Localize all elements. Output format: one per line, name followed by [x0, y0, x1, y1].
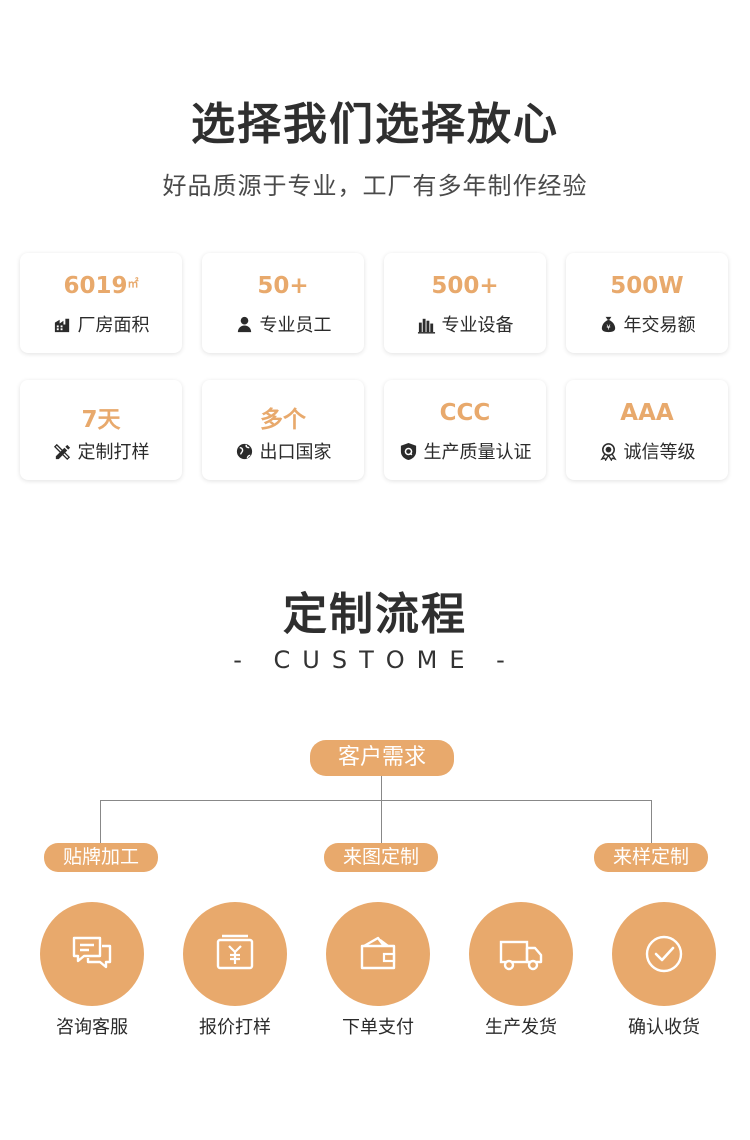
money-bag-icon: ¥ — [599, 315, 618, 334]
person-icon — [235, 315, 254, 334]
step-label-receive: 确认收货 — [628, 1017, 700, 1038]
stat-label: 厂房面积 — [77, 315, 150, 336]
stat-value: CCC — [439, 400, 491, 426]
price-tag-icon — [209, 928, 261, 980]
step-consult-circle — [40, 902, 144, 1006]
step-ship-circle — [469, 902, 573, 1006]
step-label-quote: 报价打样 — [199, 1017, 271, 1038]
stat-label: 专业员工 — [259, 315, 332, 336]
globe-icon — [235, 442, 254, 461]
chat-icon — [66, 928, 118, 980]
award-icon — [599, 442, 618, 461]
stat-label: 专业设备 — [441, 315, 514, 336]
stat-label: 出口国家 — [259, 442, 332, 463]
stat-value: 500W — [610, 273, 684, 299]
stat-card-sampling: 7天 定制打样 — [20, 380, 182, 480]
section-title-process: 定制流程 — [283, 589, 467, 640]
step-quote-circle — [183, 902, 287, 1006]
connector-line-left — [100, 800, 101, 843]
stat-card-equipment: 500+ 专业设备 — [384, 253, 546, 353]
section-subtitle-custome: - CUSTOME - — [233, 646, 517, 674]
wallet-icon — [352, 928, 404, 980]
stat-label: 生产质量认证 — [423, 442, 532, 463]
shield-q-icon — [399, 442, 418, 461]
stat-value: 6019㎡ — [63, 273, 139, 299]
step-label-ship: 生产发货 — [485, 1017, 557, 1038]
stat-label: 诚信等级 — [623, 442, 696, 463]
step-label-consult: 咨询客服 — [56, 1017, 128, 1038]
branch-custom-by-drawing: 来图定制 — [324, 843, 438, 872]
svg-text:¥: ¥ — [606, 323, 610, 331]
stat-value: 7天 — [81, 407, 121, 433]
stat-card-staff: 50+ 专业员工 — [202, 253, 364, 353]
building-icon — [53, 315, 72, 334]
stat-card-annual-volume: 500W ¥ 年交易额 — [566, 253, 728, 353]
stat-value: AAA — [620, 400, 674, 426]
stat-card-certification: CCC 生产质量认证 — [384, 380, 546, 480]
connector-line-vertical-root — [381, 776, 382, 843]
branch-custom-by-sample: 来样定制 — [594, 843, 708, 872]
check-circle-icon — [638, 928, 690, 980]
section-title-choose-us: 选择我们选择放心 — [191, 99, 559, 150]
stat-label: 定制打样 — [77, 442, 150, 463]
connector-line-horizontal — [100, 800, 652, 801]
stat-value: 50+ — [257, 273, 309, 299]
stat-value: 多个 — [260, 407, 306, 433]
connector-line-right — [651, 800, 652, 843]
branch-oem: 贴牌加工 — [44, 843, 158, 872]
stat-card-credit-rating: AAA 诚信等级 — [566, 380, 728, 480]
stat-card-export: 多个 出口国家 — [202, 380, 364, 480]
process-root-customer-demand: 客户需求 — [310, 740, 454, 776]
stat-label: 年交易额 — [623, 315, 696, 336]
stat-card-factory-area: 6019㎡ 厂房面积 — [20, 253, 182, 353]
stat-value: 500+ — [431, 273, 499, 299]
step-receive-circle — [612, 902, 716, 1006]
equipment-icon — [417, 315, 436, 334]
step-pay-circle — [326, 902, 430, 1006]
section-subtitle-choose-us: 好品质源于专业，工厂有多年制作经验 — [162, 172, 588, 200]
truck-icon — [495, 928, 547, 980]
pencil-ruler-icon — [53, 442, 72, 461]
step-label-pay: 下单支付 — [342, 1017, 414, 1038]
